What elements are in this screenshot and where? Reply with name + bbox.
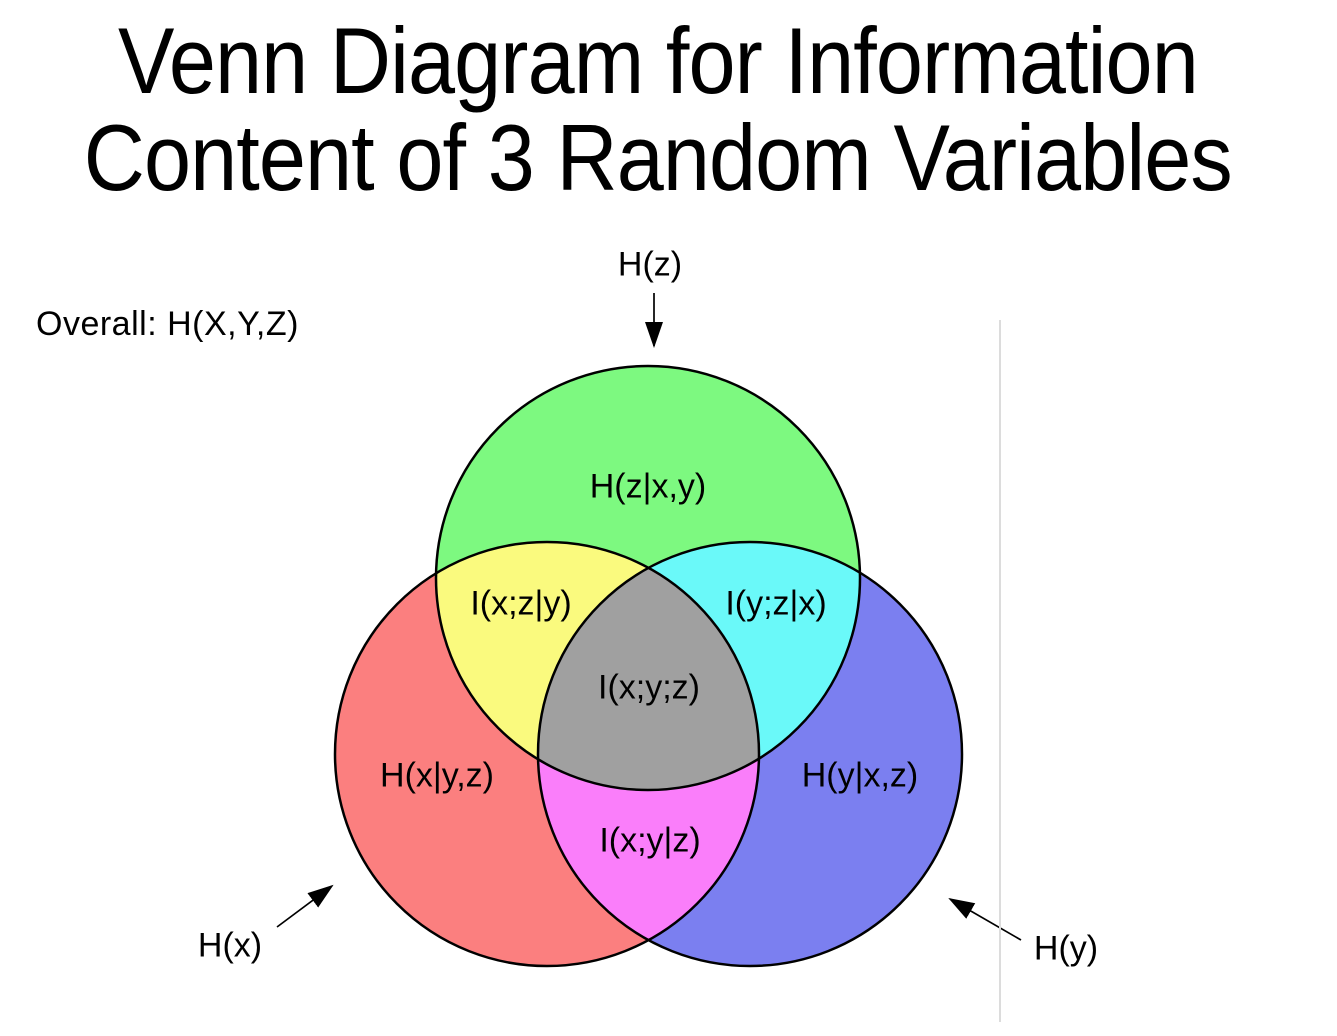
region-label-xy: I(x;y|z) [599, 821, 701, 860]
page-title: Venn Diagram for Information Content of … [0, 12, 1315, 206]
region-label-z-only: H(z|x,y) [589, 467, 707, 506]
hx-pointer-label: H(x) [197, 926, 263, 965]
circle-hy-outline [536, 540, 964, 968]
title-line-2: Content of 3 Random Variables [0, 109, 1315, 206]
region-label-yz: I(y;z|x) [725, 584, 827, 623]
title-line-2-text: Content of 3 Random Variables [83, 105, 1232, 210]
title-line-1: Venn Diagram for Information [0, 12, 1315, 109]
region-label-xz: I(x;z|y) [470, 584, 572, 623]
region-label-y-only: H(y|x,z) [801, 756, 919, 795]
circle-hx-outline [333, 540, 761, 968]
hz-pointer-label: H(z) [617, 245, 683, 284]
circle-hz-outline [434, 364, 862, 792]
title-line-1-text: Venn Diagram for Information [117, 8, 1199, 113]
overall-entropy-label: Overall: H(X,Y,Z) [36, 305, 299, 343]
region-label-x-only: H(x|y,z) [380, 756, 494, 795]
region-label-xyz: I(x;y;z) [598, 668, 700, 707]
hx-arrow [276, 884, 334, 928]
hy-arrow [948, 897, 1022, 941]
hy-pointer-label: H(y) [1033, 929, 1099, 968]
